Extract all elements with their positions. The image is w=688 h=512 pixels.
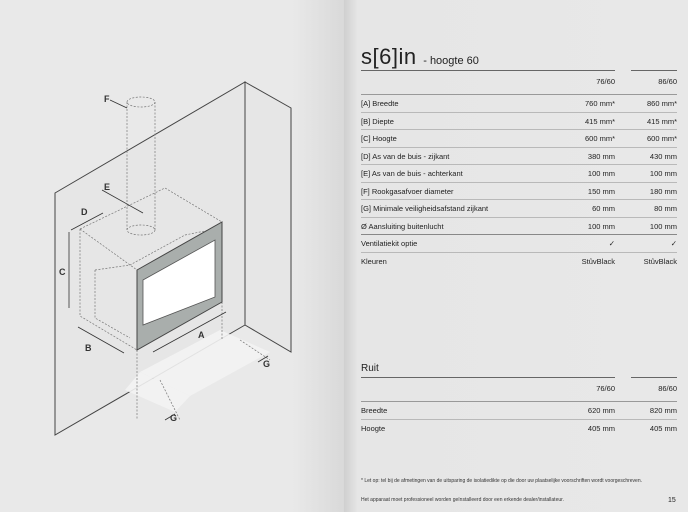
row-value-86-60: 405 mm <box>649 423 677 433</box>
row-value-86-60: 430 mm <box>649 151 677 161</box>
row-value-86-60: ✓ <box>670 239 677 248</box>
row-value-76-60: ✓ <box>608 239 615 248</box>
model-subtitle: - hoogte 60 <box>423 55 479 67</box>
row-value-76-60: 620 mm <box>587 406 615 415</box>
col-header-86-60: 86/60 <box>658 384 677 393</box>
row-value-76-60: 150 mm <box>587 186 615 196</box>
row-label: [D] As van de buis - zijkant <box>361 151 450 161</box>
row-label: [E] As van de buis - achterkant <box>361 169 463 178</box>
row-value-86-60: 180 mm <box>649 186 677 196</box>
side-wall <box>244 81 292 353</box>
fireplace-frame <box>136 221 223 351</box>
label-g-side: G <box>263 359 270 369</box>
row-value-86-60: 860 mm* <box>646 99 677 108</box>
row-label: [A] Breedte <box>361 99 399 108</box>
row-value-86-60: 415 mm* <box>646 116 677 126</box>
col-header-76-60: 76/60 <box>596 77 615 86</box>
page-title: s[6]in - hoogte 60 <box>361 44 479 70</box>
table-row: [A] Breedte 760 mm* 860 mm* <box>361 95 677 113</box>
row-value-76-60: 405 mm <box>587 423 615 433</box>
label-a: A <box>198 330 205 340</box>
row-value-86-60: 820 mm <box>649 406 677 415</box>
page-number: 15 <box>668 497 676 504</box>
specs-header: 76/60 86/60 <box>361 70 677 94</box>
table-row: [E] As van de buis - achterkant 100 mm 100… <box>361 165 677 183</box>
ruit-title: Ruit <box>361 363 379 374</box>
row-value-86-60: 80 mm <box>654 204 677 213</box>
table-row: Hoogte 405 mm 405 mm <box>361 420 677 438</box>
table-row: Ventilatiekit optie ✓ ✓ <box>361 235 677 253</box>
right-page <box>344 0 688 512</box>
table-row: [C] Hoogte 600 mm* 600 mm* <box>361 130 677 148</box>
row-label: Ventilatiekit optie <box>361 239 418 248</box>
label-b: B <box>85 343 92 353</box>
table-row: [B] Diepte 415 mm* 415 mm* <box>361 113 677 130</box>
row-label: Ø Aansluiting buitenlucht <box>361 221 444 231</box>
row-value-86-60: 600 mm* <box>646 134 677 143</box>
row-value-76-60: StûvBlack <box>581 256 615 266</box>
row-label: [C] Hoogte <box>361 134 397 143</box>
table-row: [D] As van de buis - zijkant 380 mm 430 mm <box>361 148 677 165</box>
label-d: D <box>81 207 88 217</box>
row-value-86-60: StûvBlack <box>643 256 677 266</box>
row-value-76-60: 415 mm* <box>584 116 615 126</box>
table-row: Kleuren StûvBlack StûvBlack <box>361 253 677 271</box>
row-value-86-60: 100 mm <box>649 169 677 178</box>
footnote-isolation: * Let op: tel bij de afmetingen van de u… <box>361 478 642 484</box>
label-g-front: G <box>170 413 177 423</box>
row-value-76-60: 100 mm <box>587 221 615 231</box>
table-row: [F] Rookgasafvoer diameter 150 mm 180 mm <box>361 183 677 200</box>
model-name: s[6]in <box>361 44 417 69</box>
row-label: Hoogte <box>361 423 386 433</box>
row-value-76-60: 600 mm* <box>584 134 615 143</box>
table-row: [G] Minimale veiligheidsafstand zijkant 6… <box>361 200 677 218</box>
ruit-table: 76/60 86/60 Breedte 620 mm 820 mm Hoogte 405… <box>361 377 677 437</box>
row-label: Kleuren <box>361 256 387 266</box>
col-header-86-60: 86/60 <box>658 77 677 86</box>
label-f: F <box>104 94 110 104</box>
fireplace-installation-diagram: F E D C B A G G <box>54 81 292 436</box>
row-label: Breedte <box>361 406 388 415</box>
row-value-76-60: 760 mm* <box>584 99 615 108</box>
ruit-header: 76/60 86/60 <box>361 377 677 401</box>
label-e: E <box>104 182 110 192</box>
row-value-76-60: 60 mm <box>592 204 615 213</box>
col-header-76-60: 76/60 <box>596 384 615 393</box>
dimension-lines <box>68 99 269 421</box>
row-value-86-60: 100 mm <box>649 221 677 231</box>
footnote-installation: Het apparaat moet professioneel worden g… <box>361 497 564 503</box>
specs-table: 76/60 86/60 [A] Breedte 760 mm* 860 mm* [B]… <box>361 70 677 270</box>
row-label: [B] Diepte <box>361 116 394 126</box>
hidden-lines <box>79 96 271 421</box>
row-label: [F] Rookgasafvoer diameter <box>361 186 454 196</box>
label-c: C <box>59 267 66 277</box>
row-value-76-60: 100 mm <box>587 169 615 178</box>
table-row: Breedte 620 mm 820 mm <box>361 402 677 420</box>
row-label: [G] Minimale veiligheidsafstand zijkant <box>361 204 489 213</box>
table-row: Ø Aansluiting buitenlucht 100 mm 100 mm <box>361 218 677 235</box>
row-value-76-60: 380 mm <box>587 151 615 161</box>
